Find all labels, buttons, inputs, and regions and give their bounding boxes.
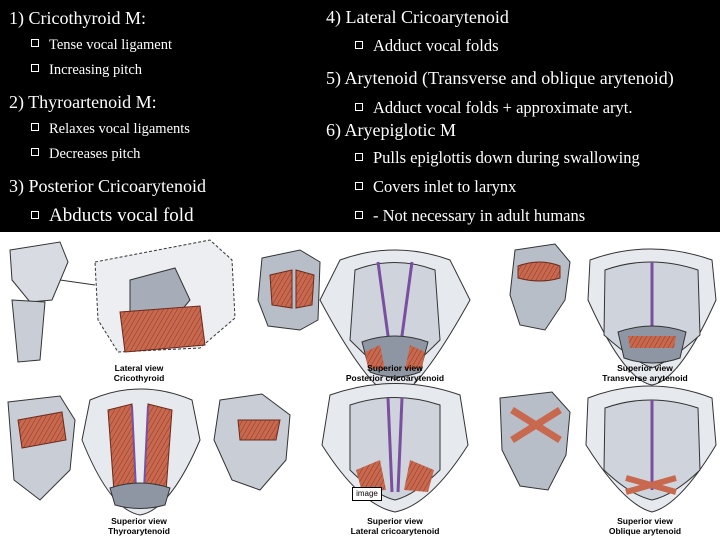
bullet-item: Abducts vocal fold: [31, 205, 194, 227]
caption-lateral-cricoarytenoid: Superior view Lateral cricoarytenoid: [350, 516, 440, 536]
bullet-marker: [355, 153, 363, 161]
bullet-item: Tense vocal ligament: [31, 37, 172, 54]
panel-lateral-cricothyroid: [9, 239, 236, 363]
bullet-marker: [31, 123, 39, 131]
bullet-marker: [31, 64, 39, 72]
panel-small-lateral: [213, 393, 291, 491]
bullet-marker: [355, 103, 363, 111]
bullet-marker: [31, 211, 39, 219]
bullet-marker: [355, 41, 363, 49]
bullet-item: Decreases pitch: [31, 146, 140, 163]
heading-thyroarytenoid: 2) Thyroartenoid M:: [9, 92, 157, 112]
bullet-marker: [31, 39, 39, 47]
caption-oblique-arytenoid: Superior view Oblique arytenoid: [608, 516, 682, 536]
caption-posterior-cricoarytenoid: Superior view Posterior cricoarytenoid: [345, 363, 445, 383]
heading-aryepiglottic: 6) Aryepiglotic M: [326, 120, 456, 140]
heading-arytenoid: 5) Arytenoid (Transverse and oblique ary…: [326, 68, 674, 88]
panel-posterior-cricoarytenoid: [319, 249, 471, 399]
caption-thyroarytenoid: Superior view Thyroarytenoid: [108, 516, 170, 536]
heading-posterior-cricoarytenoid: 3) Posterior Cricoarytenoid: [9, 176, 206, 196]
bullet-item: - Not necessary in adult humans: [355, 206, 585, 226]
panel-lateral-cricoarytenoid: [321, 383, 469, 513]
bullet-item: Covers inlet to larynx: [355, 177, 516, 197]
panel-small-oblique: [499, 391, 571, 491]
bullet-item: Adduct vocal folds: [355, 36, 499, 56]
panel-oblique-arytenoid: [585, 385, 717, 513]
panel-small-thyroarytenoid: [7, 395, 76, 501]
panel-transverse-arytenoid: [587, 248, 717, 386]
heading-cricothyroid: 1) Cricothyroid M:: [9, 8, 146, 28]
bullet-marker: [355, 182, 363, 190]
slide-text-panel: 1) Cricothyroid M: Tense vocal ligament …: [0, 0, 720, 232]
heading-lateral-cricoarytenoid: 4) Lateral Cricoarytenoid: [326, 7, 509, 27]
bullet-marker: [355, 211, 363, 219]
panel-posterior-small: [257, 249, 321, 331]
bullet-item: Adduct vocal folds + approximate aryt.: [355, 98, 632, 118]
bullet-item: Pulls epiglottis down during swallowing: [355, 148, 640, 168]
caption-lateral-cricothyroid: Lateral view Cricothyroid: [113, 363, 165, 383]
caption-transverse-arytenoid: Superior view Transverse arytenoid: [602, 363, 688, 383]
laryngeal-muscles-illustration: Lateral view Cricothyroid Superior view …: [0, 232, 720, 540]
bullet-marker: [31, 148, 39, 156]
bullet-item: Increasing pitch: [31, 62, 142, 79]
panel-thyroarytenoid: [81, 388, 201, 516]
bullet-item: Relaxes vocal ligaments: [31, 121, 190, 138]
image-placeholder-tag: image: [352, 487, 382, 501]
panel-small-transverse: [509, 243, 571, 331]
illustration-svg: [7, 239, 717, 516]
